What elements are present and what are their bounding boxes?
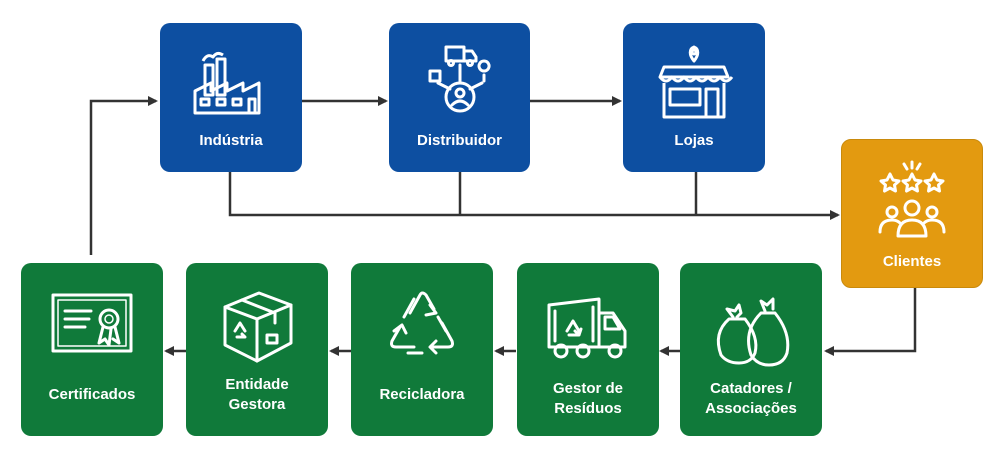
node-label-certificados: Certificados — [48, 386, 136, 403]
arrow-to-clientes — [228, 172, 840, 220]
node-recicladora: Recicladora — [351, 263, 493, 436]
node-label-entidade: Entidade Gestora — [186, 375, 328, 415]
factory-icon — [160, 43, 302, 123]
node-label-catadores-line2: Associações — [705, 400, 797, 417]
node-label-entidade-line1: Entidade — [225, 376, 289, 393]
node-entidade-gestora: Entidade Gestora — [186, 263, 328, 436]
node-industria: Indústria — [160, 23, 302, 172]
node-label-gestor: Gestor de Resíduos — [517, 379, 659, 419]
node-label-catadores: Catadores / Associações — [680, 379, 822, 419]
node-label-entidade-line2: Gestora — [228, 396, 286, 413]
node-lojas: Lojas — [623, 23, 765, 172]
arrow-certificados-to-industria — [89, 96, 158, 255]
store-icon — [623, 41, 765, 125]
node-gestor-residuos: Gestor de Resíduos — [517, 263, 659, 436]
node-label-catadores-line1: Catadores / — [710, 380, 792, 397]
rated-customers-icon — [842, 158, 982, 242]
garbage-bags-icon — [680, 287, 822, 371]
recycle-icon — [351, 283, 493, 367]
node-certificados: Certificados — [21, 263, 163, 436]
node-label-industria: Indústria — [199, 132, 263, 149]
arrow-clientes-to-catadores — [824, 288, 917, 356]
node-clientes: Clientes — [841, 139, 983, 288]
node-label-recicladora: Recicladora — [379, 386, 465, 403]
certificate-icon — [21, 289, 163, 359]
recycled-box-icon — [186, 283, 328, 367]
garbage-truck-icon — [517, 287, 659, 371]
node-catadores: Catadores / Associações — [680, 263, 822, 436]
node-label-distribuidor: Distribuidor — [417, 132, 502, 149]
node-label-lojas: Lojas — [674, 132, 714, 149]
node-distribuidor: Distribuidor — [389, 23, 530, 172]
node-label-gestor-line1: Gestor de — [552, 380, 624, 397]
node-label-clientes: Clientes — [882, 253, 942, 270]
delivery-network-icon — [389, 41, 530, 125]
node-label-gestor-line2: Resíduos — [554, 400, 622, 417]
